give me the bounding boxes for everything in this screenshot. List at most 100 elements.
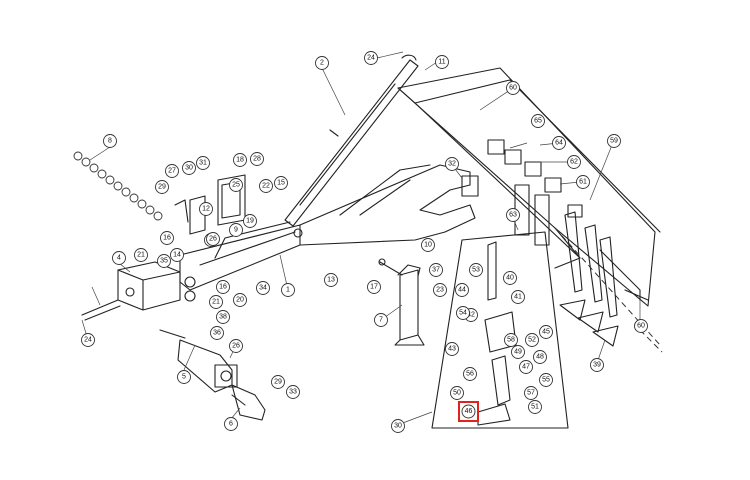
callout-4: 4	[112, 251, 126, 265]
callout-46-highlighted[interactable]: 46	[458, 401, 479, 422]
svg-text:18: 18	[236, 157, 244, 164]
svg-text:15: 15	[277, 180, 285, 187]
callout-13: 13	[324, 273, 338, 287]
svg-text:65: 65	[534, 118, 542, 125]
svg-text:39: 39	[593, 362, 601, 369]
svg-text:51: 51	[531, 404, 539, 411]
callout-57: 57	[524, 386, 538, 400]
svg-text:32: 32	[448, 161, 456, 168]
callout-58: 58	[504, 333, 518, 347]
callout-20: 20	[233, 293, 247, 307]
svg-text:8: 8	[108, 138, 112, 145]
svg-text:46: 46	[465, 408, 473, 415]
callout-26b: 26	[206, 232, 220, 246]
callout-32: 32	[445, 157, 459, 171]
callout-41: 41	[511, 290, 525, 304]
hydraulic-cylinder-2	[284, 54, 419, 227]
callout-30: 30	[182, 161, 196, 175]
callout-50: 50	[450, 386, 464, 400]
svg-text:4: 4	[117, 255, 121, 262]
svg-text:55: 55	[542, 377, 550, 384]
callout-18: 18	[233, 153, 247, 167]
svg-text:42: 42	[467, 312, 475, 319]
svg-text:2: 2	[320, 60, 324, 67]
svg-text:60: 60	[509, 85, 517, 92]
svg-text:64: 64	[555, 140, 563, 147]
centerlines	[554, 227, 663, 353]
callout-37: 37	[429, 263, 443, 277]
callout-33: 33	[286, 385, 300, 399]
svg-text:9: 9	[234, 227, 238, 234]
svg-text:52: 52	[528, 337, 536, 344]
svg-text:63: 63	[509, 212, 517, 219]
svg-text:21: 21	[137, 252, 145, 259]
svg-text:61: 61	[579, 179, 587, 186]
callout-26: 26	[229, 339, 243, 353]
callout-44: 44	[455, 283, 469, 297]
svg-text:56: 56	[466, 371, 474, 378]
callout-21: 21	[134, 248, 148, 262]
callout-52: 52	[525, 333, 539, 347]
svg-text:22: 22	[262, 183, 270, 190]
callout-45: 45	[539, 325, 553, 339]
callout-63: 63	[506, 208, 520, 222]
svg-text:26: 26	[209, 236, 217, 243]
callout-16: 16	[160, 231, 174, 245]
callout-49: 49	[511, 345, 525, 359]
svg-text:6: 6	[229, 421, 233, 428]
tongue-hitch-4	[81, 261, 181, 321]
callout-62: 62	[567, 155, 581, 169]
svg-text:45: 45	[542, 329, 550, 336]
callout-60b: 60	[634, 319, 648, 333]
svg-text:43: 43	[448, 346, 456, 353]
callout-65: 65	[531, 114, 545, 128]
callout-9: 9	[229, 223, 243, 237]
svg-text:29: 29	[274, 379, 282, 386]
svg-text:47: 47	[522, 364, 530, 371]
svg-text:37: 37	[432, 267, 440, 274]
callout-2: 2	[315, 56, 329, 70]
svg-text:59: 59	[610, 138, 618, 145]
callout-5: 5	[177, 370, 191, 384]
callout-19: 19	[243, 214, 257, 228]
callout-8: 8	[103, 134, 117, 148]
callout-29b: 29	[271, 375, 285, 389]
svg-text:7: 7	[379, 317, 383, 324]
callout-31: 31	[196, 156, 210, 170]
wheel-hub-6	[231, 384, 266, 421]
callout-7: 7	[374, 313, 388, 327]
callout-39: 39	[590, 358, 604, 372]
callout-22: 22	[259, 179, 273, 193]
standpipe-7	[378, 258, 425, 346]
svg-text:60: 60	[637, 323, 645, 330]
svg-text:54: 54	[459, 310, 467, 317]
callout-30b: 30	[391, 419, 405, 433]
callout-24b: 24	[81, 333, 95, 347]
callout-6: 6	[224, 417, 238, 431]
jack-5	[159, 329, 238, 393]
callout-12: 12	[199, 202, 213, 216]
detail-section-30	[431, 231, 569, 429]
svg-text:19: 19	[246, 218, 254, 225]
callout-60: 60	[506, 81, 520, 95]
callout-15: 15	[274, 176, 288, 190]
callout-1: 1	[281, 283, 295, 297]
svg-text:27: 27	[168, 168, 176, 175]
svg-text:11: 11	[438, 59, 445, 66]
clamp-blocks	[461, 139, 583, 246]
svg-text:1: 1	[286, 287, 290, 294]
svg-text:21: 21	[212, 299, 220, 306]
callout-64: 64	[552, 136, 566, 150]
svg-text:17: 17	[370, 284, 378, 291]
callout-53: 53	[469, 263, 483, 277]
svg-text:35: 35	[160, 258, 168, 265]
callout-16b: 16	[216, 280, 230, 294]
callout-27: 27	[165, 164, 179, 178]
callout-56: 56	[463, 367, 477, 381]
svg-text:50: 50	[453, 390, 461, 397]
callout-43: 43	[445, 342, 459, 356]
svg-text:20: 20	[236, 297, 244, 304]
svg-text:49: 49	[514, 349, 522, 356]
callout-51: 51	[528, 400, 542, 414]
